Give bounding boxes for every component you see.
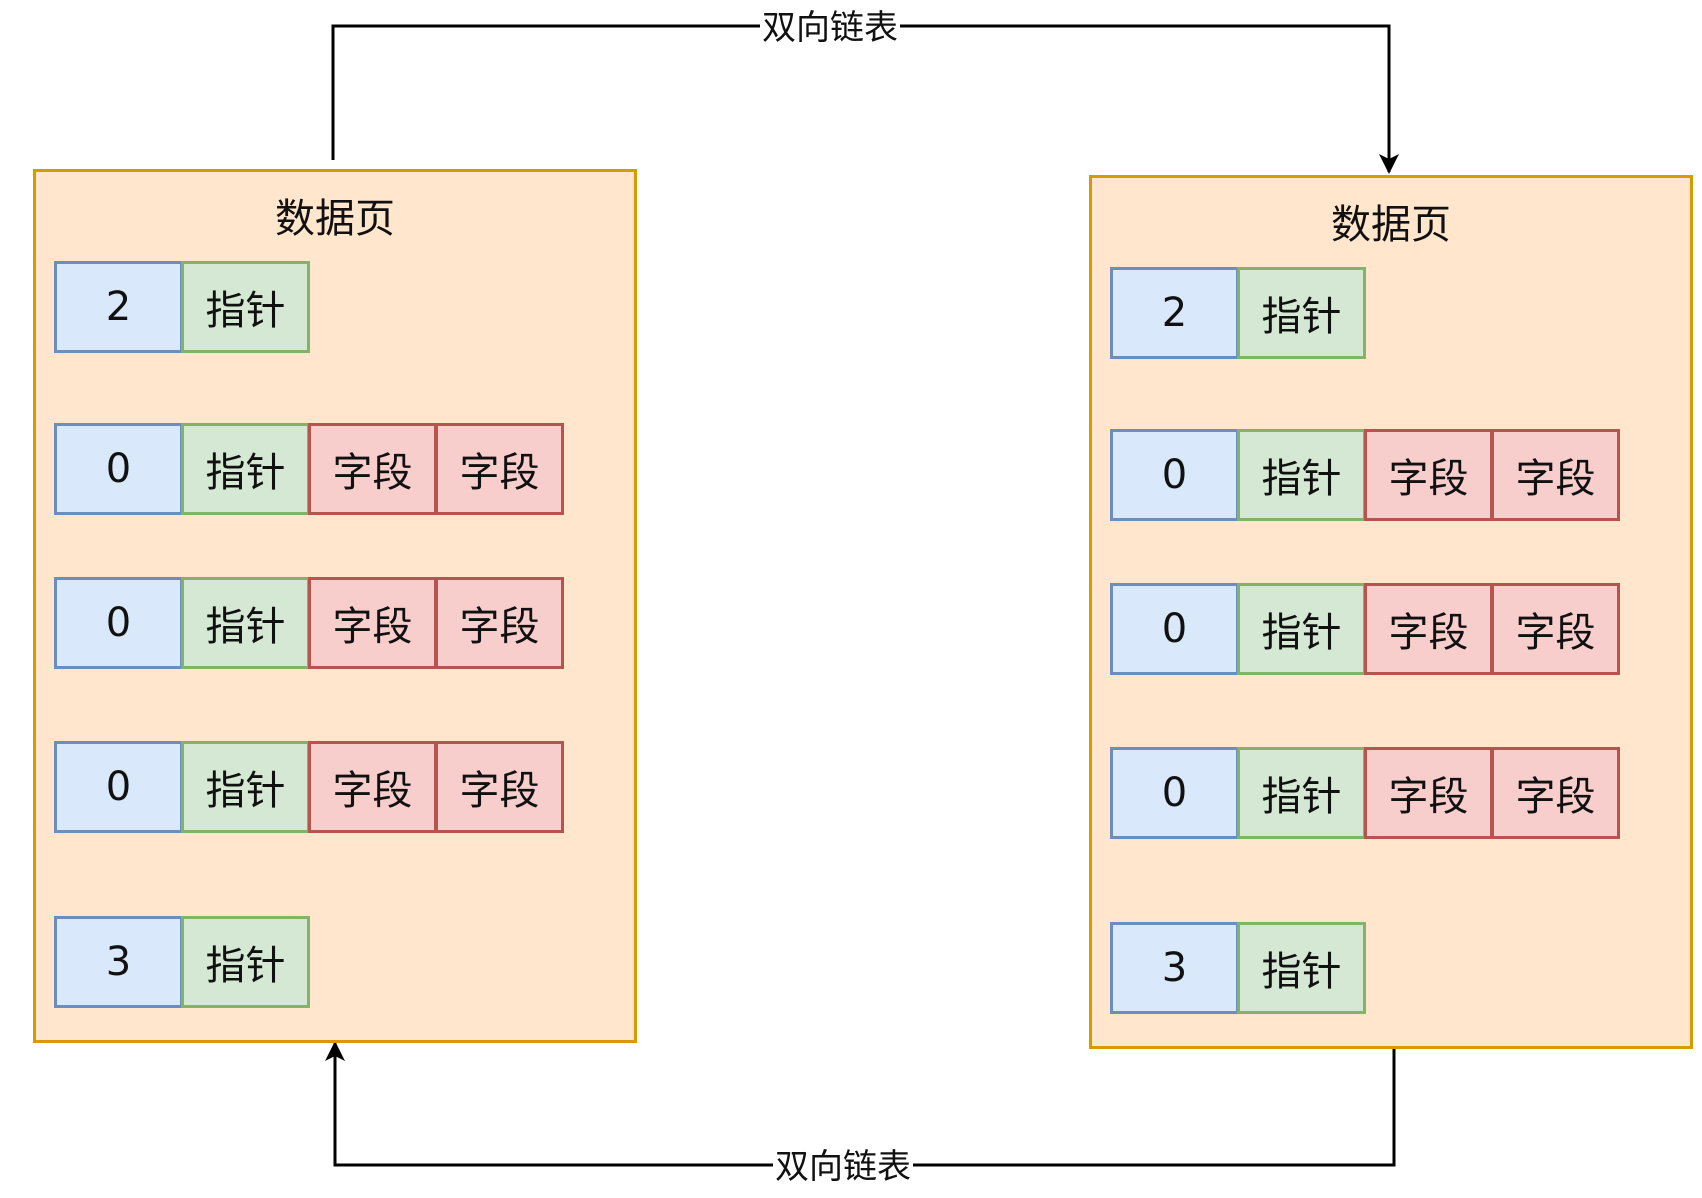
- record-field-cell: 字段: [308, 741, 437, 833]
- record-field-cell: 字段: [435, 577, 564, 669]
- record-header-cell: 2: [54, 261, 183, 353]
- record-header-cell: 2: [1110, 267, 1239, 359]
- record-pointer-cell: 指针: [1237, 583, 1366, 675]
- page-title: 数据页: [275, 196, 395, 242]
- record-field-cell: 字段: [308, 577, 437, 669]
- record-field-cell: 字段: [435, 741, 564, 833]
- record-field-cell: 字段: [1364, 429, 1493, 521]
- record-field-cell: 字段: [1364, 747, 1493, 839]
- record-header-cell: 0: [54, 577, 183, 669]
- record-field-cell: 字段: [435, 423, 564, 515]
- record-header-cell: 0: [1110, 583, 1239, 675]
- record-pointer-cell: 指针: [181, 577, 310, 669]
- record-pointer-cell: 指针: [1237, 267, 1366, 359]
- record-pointer-cell: 指针: [181, 423, 310, 515]
- record-pointer-cell: 指针: [1237, 747, 1366, 839]
- record-header-cell: 0: [54, 423, 183, 515]
- record-header-cell: 0: [1110, 747, 1239, 839]
- record-pointer-cell: 指针: [181, 741, 310, 833]
- record-field-cell: 字段: [308, 423, 437, 515]
- record-pointer-cell: 指针: [1237, 922, 1366, 1014]
- record-field-cell: 字段: [1491, 583, 1620, 675]
- record-header-cell: 3: [1110, 922, 1239, 1014]
- record-pointer-cell: 指针: [181, 916, 310, 1008]
- record-header-cell: 0: [54, 741, 183, 833]
- bottom-link-label: 双向链表: [773, 1147, 913, 1187]
- record-field-cell: 字段: [1491, 429, 1620, 521]
- page-title: 数据页: [1331, 202, 1451, 248]
- record-pointer-cell: 指针: [1237, 429, 1366, 521]
- top-link-label: 双向链表: [760, 8, 900, 48]
- record-pointer-cell: 指针: [181, 261, 310, 353]
- record-header-cell: 0: [1110, 429, 1239, 521]
- record-field-cell: 字段: [1491, 747, 1620, 839]
- record-field-cell: 字段: [1364, 583, 1493, 675]
- record-header-cell: 3: [54, 916, 183, 1008]
